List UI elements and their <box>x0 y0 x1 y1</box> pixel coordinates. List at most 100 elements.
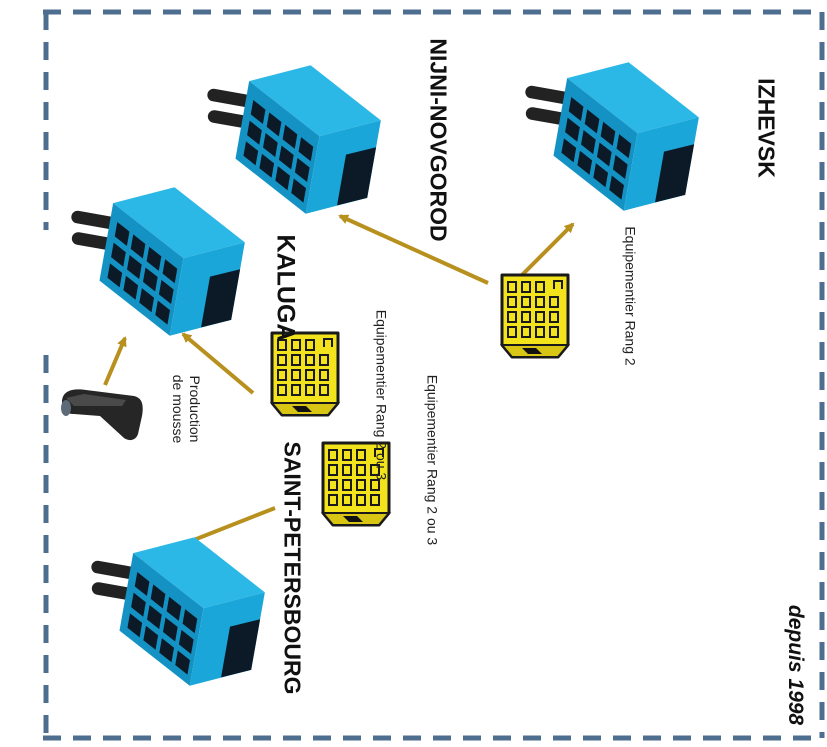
supplier-window <box>277 384 287 396</box>
supplier-window <box>521 326 531 338</box>
window <box>561 138 577 163</box>
window <box>278 145 294 170</box>
supplier-window <box>535 326 545 338</box>
arrow-kaluga-supplier-to-kaluga <box>181 332 255 395</box>
door <box>337 147 377 206</box>
label-foam-production: Production de mousse <box>169 375 203 443</box>
window <box>146 246 162 271</box>
door <box>221 619 261 678</box>
window <box>600 121 616 146</box>
window <box>142 267 158 292</box>
pipe-icon <box>525 85 574 105</box>
supplier-window <box>356 479 366 491</box>
window <box>162 617 178 642</box>
window <box>131 592 146 617</box>
pipe-icon <box>71 210 120 230</box>
arrow-east-supplier-to-nizhny <box>338 214 489 285</box>
supplier-window <box>521 311 531 323</box>
supplier-window <box>549 326 559 338</box>
window <box>250 99 266 125</box>
door <box>655 144 695 203</box>
arrow-foam-to-kaluga <box>103 336 127 386</box>
supplier-window <box>356 494 366 506</box>
window <box>565 117 580 142</box>
supplier-window <box>291 384 301 396</box>
window <box>166 596 182 621</box>
supplier-window <box>356 449 366 461</box>
supplier-window <box>549 296 559 308</box>
window <box>158 279 174 304</box>
supplier-window <box>319 384 329 396</box>
window <box>123 275 139 300</box>
label-foam-line1: Production <box>187 375 203 443</box>
supplier-window <box>305 369 315 381</box>
label-foam-line2: de mousse <box>170 374 186 444</box>
supplier-window <box>549 311 559 323</box>
supplier-window <box>507 281 517 293</box>
supplier-window <box>521 296 531 308</box>
supplier-door <box>343 516 363 522</box>
city-label-kaluga: KALUGA <box>271 234 300 342</box>
window <box>298 137 314 162</box>
window <box>581 130 596 155</box>
window <box>159 638 175 663</box>
window <box>593 163 609 188</box>
window <box>596 142 612 167</box>
dashed-border <box>43 9 825 741</box>
supplier-window <box>342 494 352 506</box>
roof <box>133 537 265 609</box>
supplier-window <box>328 479 338 491</box>
window <box>263 133 278 158</box>
window <box>243 141 259 166</box>
supplier-window <box>507 311 517 323</box>
window <box>139 288 155 313</box>
arrow-east-supplier-to-izhevsk <box>517 222 575 280</box>
supplier-window <box>370 464 380 476</box>
window <box>155 300 170 325</box>
supplier-door <box>292 406 312 412</box>
window <box>247 120 262 145</box>
supplier-window <box>305 354 315 366</box>
window <box>182 609 198 634</box>
supplier-window <box>342 464 352 476</box>
window <box>147 605 162 630</box>
window <box>107 263 123 288</box>
window <box>291 178 306 203</box>
window <box>162 259 178 284</box>
roof <box>567 62 699 134</box>
window <box>130 234 146 259</box>
supplier-window <box>328 464 338 476</box>
supplier-window <box>319 369 329 381</box>
supplier-window <box>370 494 380 506</box>
label-spb-supplier: Equipementier Rang 2 ou 3 <box>424 374 441 546</box>
supplier-window <box>535 296 545 308</box>
plant-spb <box>91 537 265 686</box>
supplier-window <box>370 479 380 491</box>
window <box>282 124 298 149</box>
supplier-window <box>356 464 366 476</box>
supplier-east <box>499 273 571 359</box>
supplier-window <box>277 369 287 381</box>
pipe-icon <box>207 88 256 108</box>
window <box>127 255 142 280</box>
city-label-izhevsk: IZHEVSK <box>753 78 780 178</box>
plant-kaluga <box>71 187 245 336</box>
window <box>294 157 310 182</box>
window <box>178 629 194 654</box>
supplier-window <box>535 311 545 323</box>
supplier-window <box>291 354 301 366</box>
window <box>114 221 130 247</box>
window <box>275 166 291 191</box>
supplier-window <box>277 339 287 351</box>
supplier-door <box>522 348 542 354</box>
window <box>127 613 143 638</box>
supplier-window <box>291 369 301 381</box>
supplier-kaluga <box>269 331 341 417</box>
label-east-supplier: Equipementier Rang 2 <box>622 226 639 366</box>
door <box>201 269 241 328</box>
pipe-icon <box>91 560 140 580</box>
supplier-window <box>507 326 517 338</box>
window <box>266 112 282 137</box>
